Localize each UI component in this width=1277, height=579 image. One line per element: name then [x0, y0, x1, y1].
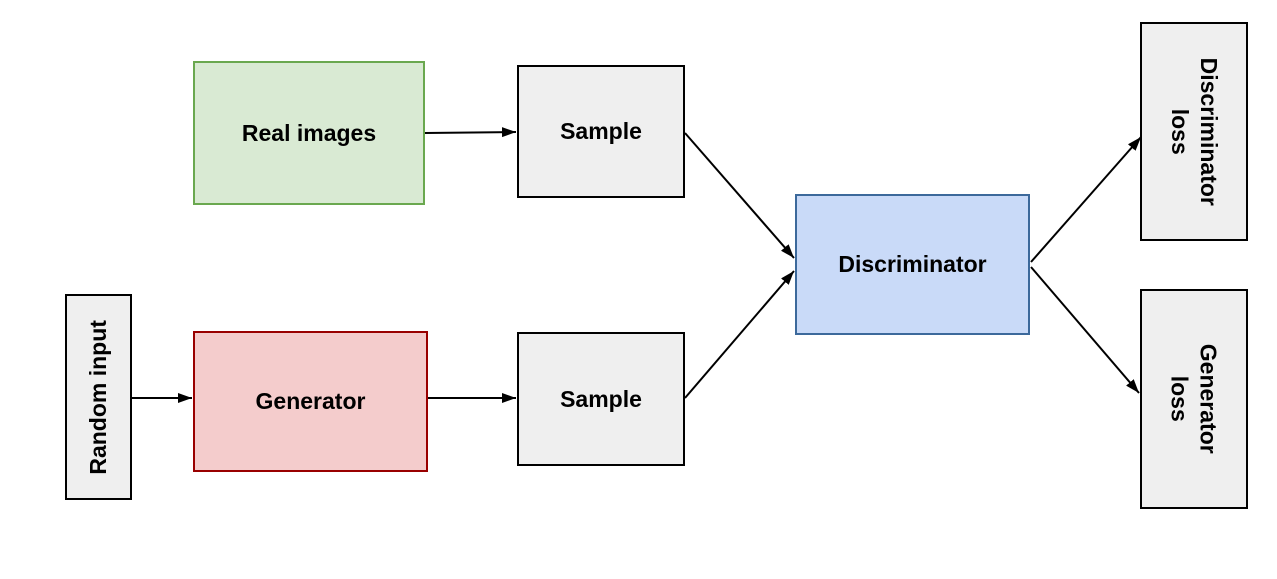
- edge-discriminator-to-generator-loss: [1030, 266, 1140, 394]
- node-random-input: Random input: [65, 294, 132, 500]
- node-generator-loss-label: Generator loss: [1167, 344, 1222, 454]
- node-sample-bottom-label: Sample: [560, 385, 642, 412]
- node-discriminator-loss: Discriminator loss: [1140, 22, 1248, 241]
- node-real-images-label: Real images: [241, 119, 377, 146]
- node-random-input-label: Random input: [85, 319, 112, 475]
- node-sample-top: Sample: [517, 65, 685, 198]
- node-generator-label: Generator: [255, 388, 366, 415]
- node-discriminator-loss-label: Discriminator loss: [1167, 57, 1222, 206]
- node-sample-top-label: Sample: [560, 118, 642, 145]
- node-real-images: Real images: [193, 61, 425, 205]
- node-generator-loss: Generator loss: [1140, 289, 1248, 509]
- edge-discriminator-to-discriminator-loss: [1030, 136, 1142, 263]
- node-discriminator-label: Discriminator: [838, 251, 987, 278]
- node-discriminator: Discriminator: [795, 194, 1030, 335]
- edge-real-images-to-sample-top: [424, 127, 517, 138]
- node-sample-bottom: Sample: [517, 332, 685, 466]
- edge-sample-top-to-discriminator: [684, 132, 795, 259]
- node-generator: Generator: [193, 331, 428, 472]
- edge-sample-bottom-to-discriminator: [684, 270, 795, 399]
